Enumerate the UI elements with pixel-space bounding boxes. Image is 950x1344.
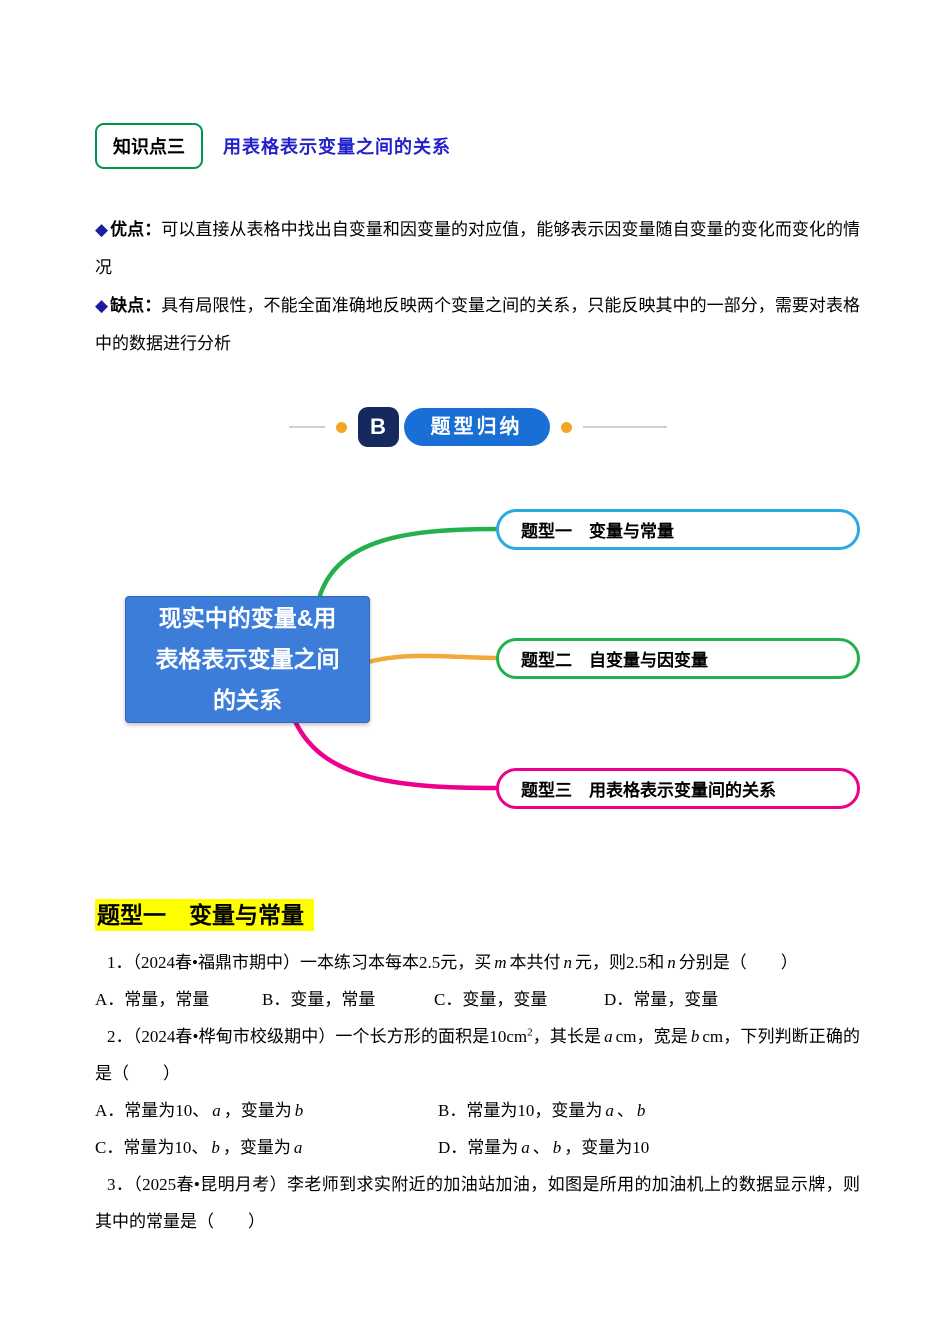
q2-var-a: a: [604, 1027, 613, 1046]
mindmap-branch-type-2: 题型二 自变量与因变量: [496, 638, 860, 679]
section-b-header: B 题型归纳: [95, 407, 860, 447]
cons-label: 缺点：: [110, 296, 162, 315]
mindmap-connectors: [292, 526, 500, 791]
connector-green-curve: [317, 526, 500, 598]
branch-3-label: 题型三 用表格表示变量间的关系: [521, 781, 776, 800]
left-orange-dot-icon: [335, 421, 347, 433]
knowledge-point-badge: 知识点三: [95, 123, 203, 169]
question-3: 3．（2025春•昆明月考）李老师到求实附近的加油站加油，如图是所用的加油机上的…: [95, 1166, 860, 1240]
connector-magenta-curve: [292, 718, 500, 791]
left-rule: [288, 426, 325, 428]
q2-text-segment: cm，宽是: [615, 1027, 688, 1046]
q1-option-c: C．变量，变量: [434, 990, 548, 1009]
knowledge-point-title: 用表格表示变量之间的关系: [223, 137, 451, 157]
pros-label: 优点：: [110, 220, 162, 239]
q1-option-b: B．变量，常量: [262, 990, 376, 1009]
section-title: 题型一 变量与常量: [95, 896, 860, 931]
question-1-options: A．常量，常量 B．变量，常量 C．变量，变量 D．常量，变量: [95, 981, 860, 1018]
q1-option-a: A．常量，常量: [95, 990, 210, 1009]
pros-paragraph: ◆优点：可以直接从表格中找出自变量和因变量的对应值，能够表示因变量随自变量的变化…: [95, 211, 860, 287]
knowledge-point-header: 知识点三 用表格表示变量之间的关系: [95, 123, 860, 169]
center-node-line-2: 表格表示变量之间: [155, 646, 340, 672]
section-badge-label: 题型归纳: [403, 408, 550, 446]
q1-text-segment: 分别是（ ）: [678, 953, 798, 972]
center-node-line-3: 的关系: [213, 687, 282, 713]
section-title-highlight: 题型一 变量与常量: [95, 899, 314, 931]
branch-1-label: 题型一 变量与常量: [521, 522, 674, 541]
mindmap-center-node: 现实中的变量&用 表格表示变量之间 的关系: [125, 596, 370, 723]
diamond-bullet-icon: ◆: [95, 220, 109, 239]
q1-text-segment: 本共付: [509, 953, 561, 972]
right-orange-dot-icon: [560, 421, 572, 433]
section-letter-badge: B: [357, 407, 399, 447]
mindmap-branch-type-3: 题型三 用表格表示变量间的关系: [496, 768, 860, 809]
question-3-text: 3．（2025春•昆明月考）李老师到求实附近的加油站加油，如图是所用的加油机上的…: [95, 1175, 860, 1231]
right-rule: [582, 426, 667, 428]
q2-text-segment: 2．（2024春•桦甸市校级期中）一个长方形的面积是10cm: [107, 1027, 528, 1046]
q1-text-segment: 元，则2.5和: [574, 953, 665, 972]
branch-2-label: 题型二 自变量与因变量: [521, 651, 708, 670]
center-node-line-1: 现实中的变量&用: [158, 605, 337, 631]
cons-paragraph: ◆缺点：具有局限性，不能全面准确地反映两个变量之间的关系，只能反映其中的一部分，…: [95, 287, 860, 363]
diamond-bullet-icon: ◆: [95, 296, 109, 315]
cons-text: 具有局限性，不能全面准确地反映两个变量之间的关系，只能反映其中的一部分，需要对表…: [95, 296, 861, 353]
connector-orange-line: [365, 653, 500, 665]
knowledge-point-badge-label: 知识点三: [113, 137, 185, 157]
mindmap: 现实中的变量&用 表格表示变量之间 的关系 题型一 变量与常量 题型二 自变量与…: [95, 481, 860, 826]
q2-superscript: 2: [527, 1026, 533, 1039]
q1-var-n: n: [563, 953, 572, 972]
pros-text: 可以直接从表格中找出自变量和因变量的对应值，能够表示因变量随自变量的变化而变化的…: [95, 220, 861, 277]
q1-text-segment: 1．（2024春•福鼎市期中）一本练习本每本2.5元，买: [107, 953, 492, 972]
q1-var-n: n: [667, 953, 676, 972]
mindmap-branch-type-1: 题型一 变量与常量: [496, 509, 860, 550]
q2-text-segment: ，其长是: [532, 1027, 602, 1046]
q2-text-segment: cm，下列判断正确的是（ ）: [95, 1027, 860, 1083]
q1-option-d: D．常量，变量: [604, 990, 719, 1009]
q1-var-m: m: [494, 953, 507, 972]
q2-var-b: b: [690, 1027, 700, 1046]
